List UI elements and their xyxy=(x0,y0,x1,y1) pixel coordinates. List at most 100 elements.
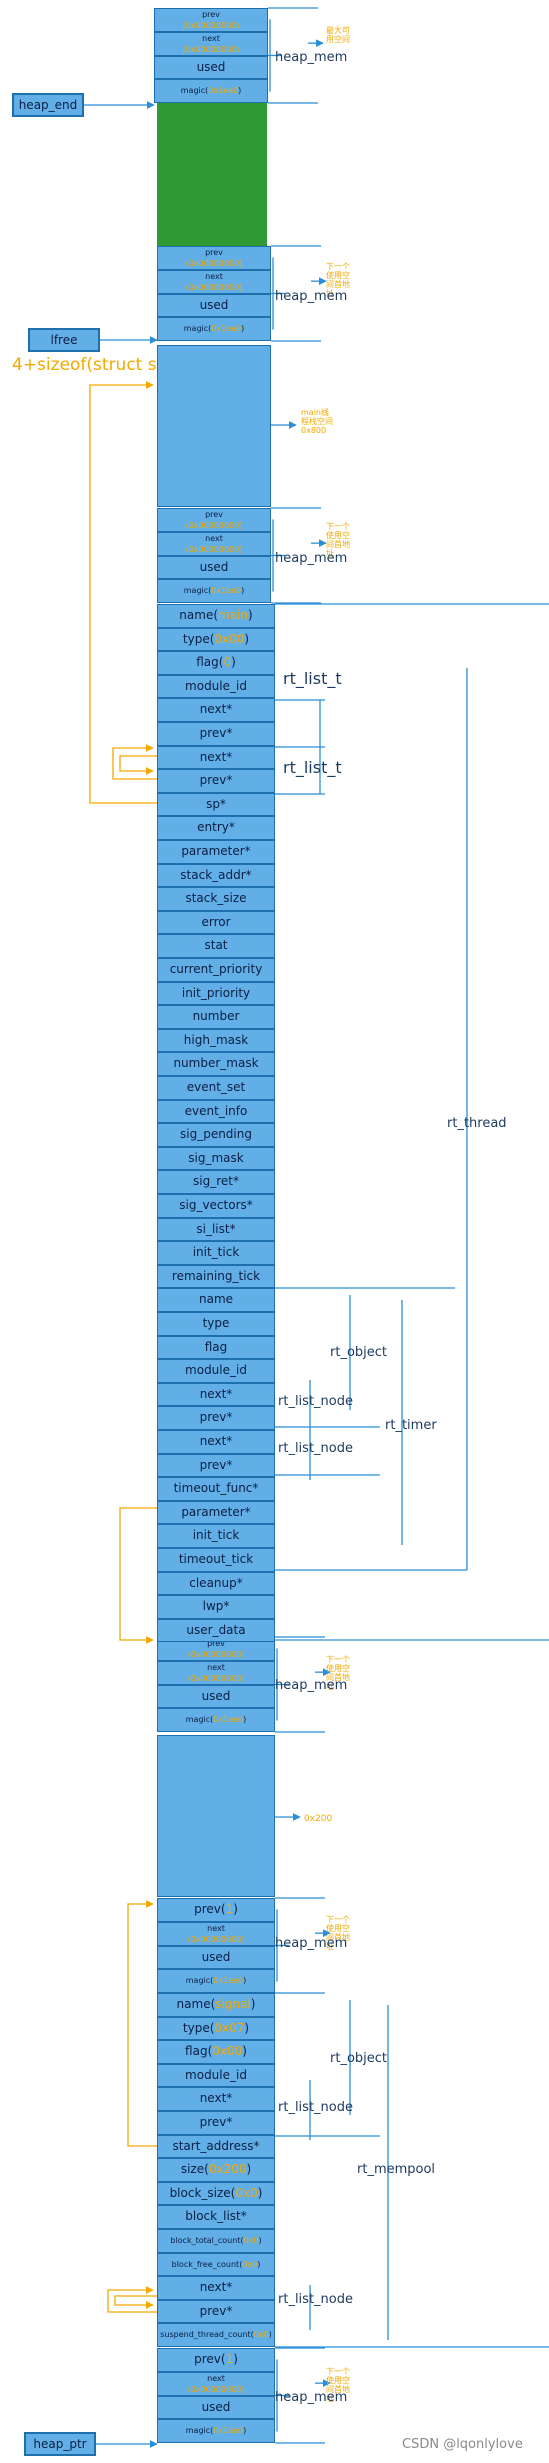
cell-label: sig_pending xyxy=(180,1127,252,1142)
heap-magic-3: magic(0x1ea0) xyxy=(157,579,271,603)
label-rt-mempool: rt_mempool xyxy=(357,2162,436,2177)
cell-label: next xyxy=(205,533,223,543)
cell-label: name xyxy=(176,1997,211,2011)
cell-label: lwp* xyxy=(202,1599,230,1614)
cell-label: error xyxy=(201,914,231,929)
heap-prev-2: prev (0x00000000) xyxy=(157,246,271,270)
cell-label: next xyxy=(207,1662,225,1672)
thread-field-7: prev* xyxy=(157,769,275,793)
thread-field-37: timeout_func* xyxy=(157,1477,275,1501)
cell-label: prev* xyxy=(199,2115,233,2129)
label-heap-mem-2: heap_mem xyxy=(275,289,348,304)
cell-label: si_list* xyxy=(196,1221,236,1236)
thread-field-29: name xyxy=(157,1288,275,1312)
list-loop-2 xyxy=(119,755,157,775)
cell-label: sig_vectors* xyxy=(179,1198,253,1212)
watermark: CSDN @lqonlylove xyxy=(402,2437,523,2452)
cell-label: stat xyxy=(204,938,228,953)
thread-field-21: event_info xyxy=(157,1099,275,1124)
heap-used-3: used xyxy=(157,555,271,580)
cell-label: next* xyxy=(199,2091,233,2106)
heap-prev-3: prev(0x00000000) xyxy=(157,508,271,532)
thread-field-35: next* xyxy=(157,1430,275,1454)
cell-label: prev* xyxy=(199,773,233,788)
cell-value: 0x1ea0 xyxy=(213,1715,244,1725)
thread-field-16: init_priority xyxy=(157,981,275,1006)
heap-used-4: used xyxy=(157,1684,275,1709)
cell-label: magic xyxy=(180,86,206,96)
label-rt-list-t-1: rt_list_t xyxy=(283,669,342,688)
label-rt-object-1: rt_object xyxy=(330,1345,388,1360)
heap-used-6: used xyxy=(157,2395,275,2420)
thread-field-14: stat xyxy=(157,934,275,958)
free-heap-area xyxy=(157,103,267,246)
cell-value: 0x1ea0 xyxy=(208,86,239,96)
heap-next-3: next(0x00000000) xyxy=(157,531,271,556)
thread-field-2: flag(0) xyxy=(157,651,275,675)
cell-value: main xyxy=(218,608,248,622)
thread-field-17: number xyxy=(157,1005,275,1029)
cell-label: init_priority xyxy=(181,985,251,1000)
cell-label: user_data xyxy=(186,1622,246,1637)
note-next-block-2: 下一个 使用空 间首地 址 xyxy=(326,522,350,558)
cell-label: type xyxy=(182,631,210,646)
cell-label: sp* xyxy=(206,796,226,811)
cell-label: prev* xyxy=(199,2303,233,2318)
cell-label: stack_size xyxy=(185,891,247,906)
cell-label: entry* xyxy=(197,820,235,835)
thread-field-8: sp* xyxy=(157,792,275,817)
cell-label: used xyxy=(196,59,226,74)
cell-value: 0x1ea0 xyxy=(211,324,242,334)
cell-label: sig_ret* xyxy=(193,1174,239,1189)
cell-label: next xyxy=(207,1923,225,1933)
thread-field-43: user_data xyxy=(157,1618,275,1643)
thread-field-31: flag xyxy=(157,1335,275,1360)
cell-value: 0x0 xyxy=(243,2236,259,2245)
cell-value: 1 xyxy=(225,1902,234,1916)
cell-label: magic xyxy=(183,324,209,334)
cell-label: event_info xyxy=(184,1103,248,1118)
parameter-pointer xyxy=(119,1507,157,1644)
cell-label: timeout_tick xyxy=(178,1552,254,1566)
thread-field-9: entry* xyxy=(157,816,275,840)
cell-value: (0x00000000) xyxy=(185,282,243,292)
cell-value: (0x00000000) xyxy=(185,521,243,530)
cell-label: name xyxy=(198,1292,234,1307)
heap-prev-6: prev(1) xyxy=(157,2348,275,2372)
cell-value: (0x00000000) xyxy=(182,44,240,54)
cell-label: remaining_tick xyxy=(171,1268,261,1283)
mempool-field-0: name(signal) xyxy=(157,1993,275,2017)
cell-label: prev* xyxy=(199,1410,233,1425)
cell-label: next* xyxy=(199,1434,233,1448)
label-rt-list-node-2: rt_list_node xyxy=(278,1441,353,1456)
cell-value: 0x00 xyxy=(212,2044,243,2059)
mempool-field-6: start_address* xyxy=(157,2134,275,2159)
thread-field-19: number_mask xyxy=(157,1052,275,1076)
mempool-field-10: block_total_count(0x0) xyxy=(157,2229,275,2253)
thread-field-6: next* xyxy=(157,745,275,770)
cell-label: prev xyxy=(205,248,223,257)
cell-value: (0x00000000) xyxy=(185,259,243,268)
cell-label: module_id xyxy=(185,1363,247,1378)
thread-field-41: cleanup* xyxy=(157,1571,275,1596)
heap-magic-5: magic(0x1ea0) xyxy=(157,1969,275,1993)
cell-value: (0x00000000) xyxy=(187,2384,245,2394)
cell-label: magic xyxy=(183,586,209,596)
heap-next-6: next(0x00000000) xyxy=(157,2371,275,2396)
heap-prev-1: prev(0x00000000) xyxy=(154,8,268,32)
cell-label: timeout_func* xyxy=(173,1481,259,1496)
mempool-list-loop-1 xyxy=(107,2286,157,2313)
mempool-field-8: block_size(0x0) xyxy=(157,2181,275,2206)
heap-ptr-label: heap_ptr xyxy=(33,2437,87,2451)
thread-field-25: sig_vectors* xyxy=(157,1194,275,1218)
cell-label: start_address* xyxy=(172,2138,260,2153)
thread-field-26: si_list* xyxy=(157,1217,275,1242)
mempool-field-5: prev* xyxy=(157,2111,275,2135)
mempool-field-11: block_free_count(0x0) xyxy=(157,2252,275,2277)
heap-used-1: used xyxy=(154,55,268,80)
label-rt-thread: rt_thread xyxy=(447,1116,507,1131)
cell-value: (0x00000000) xyxy=(187,1650,245,1659)
cell-label: name xyxy=(179,608,214,622)
heap-ptr-pointer: heap_ptr xyxy=(24,2432,96,2456)
mempool-data-area xyxy=(157,1735,275,1897)
